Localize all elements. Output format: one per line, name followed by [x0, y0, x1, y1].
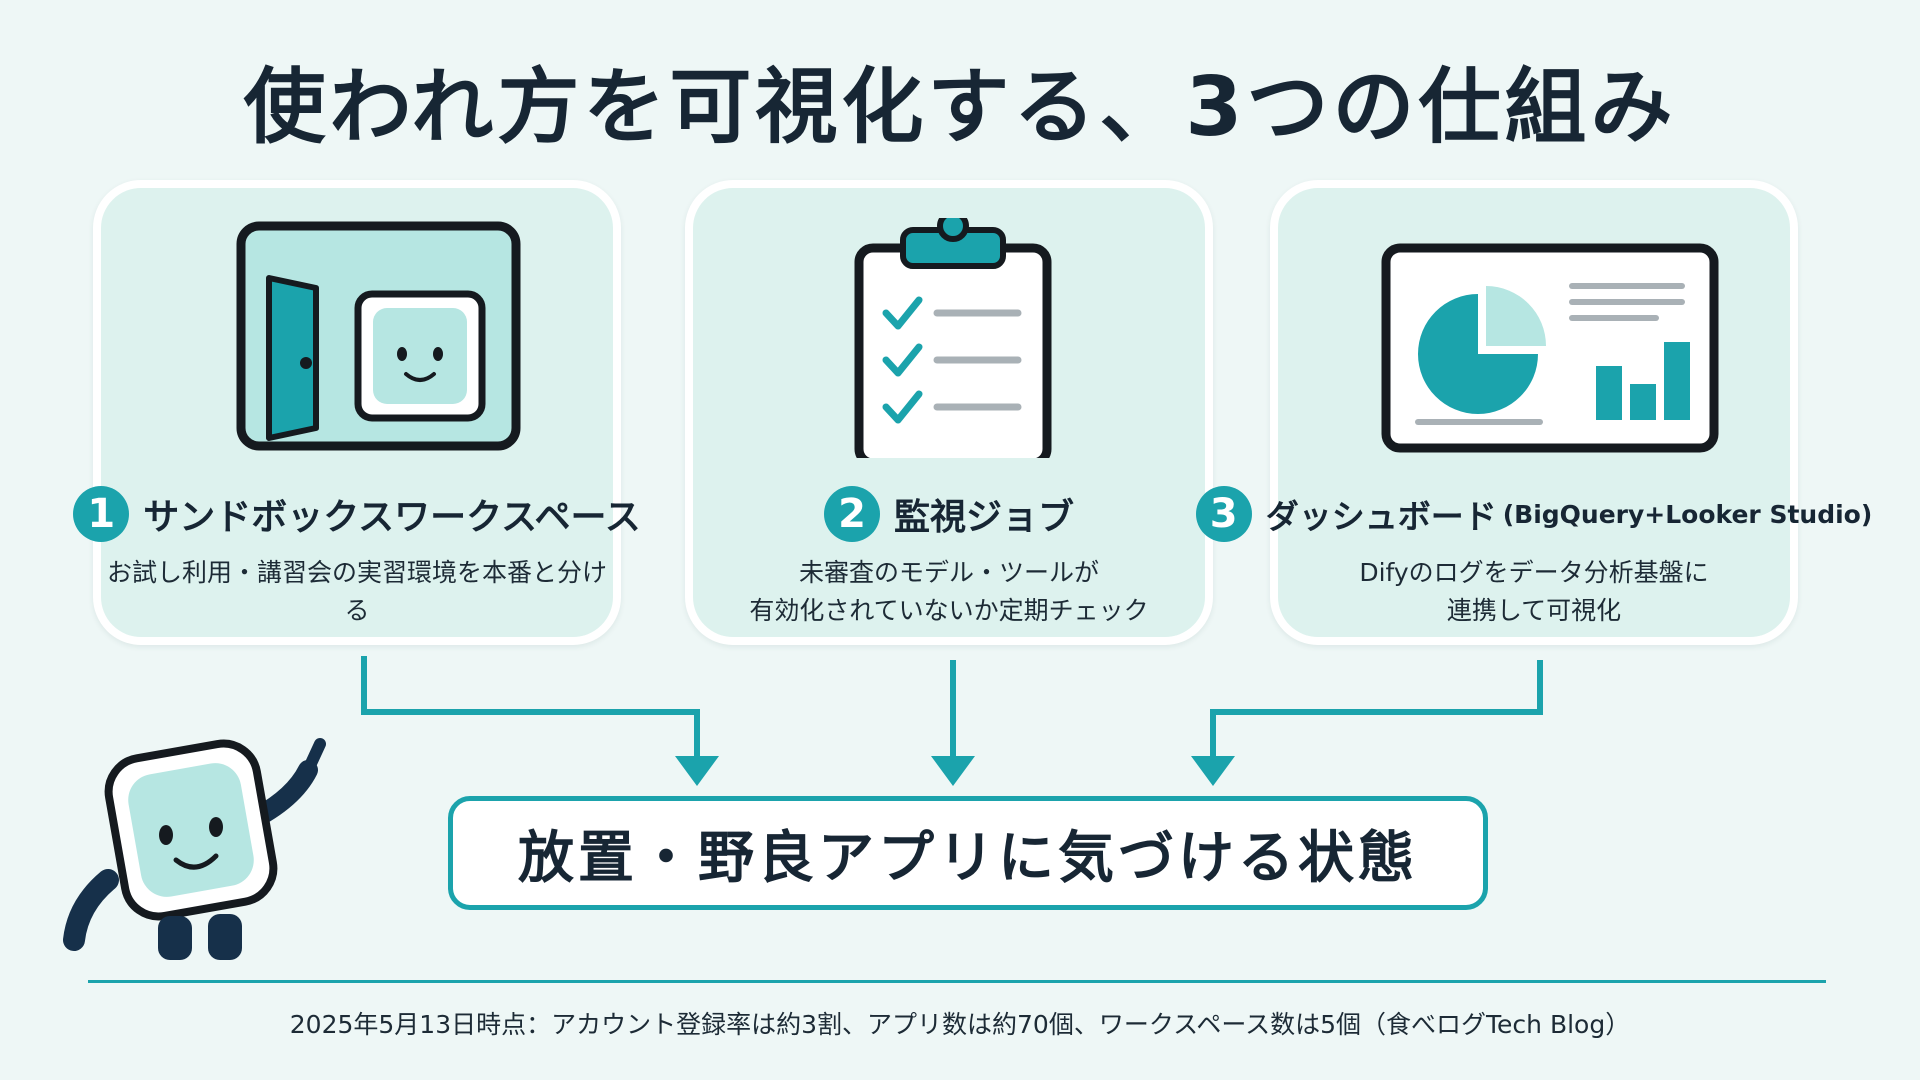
card-description-line: Difyのログをデータ分析基盤に — [1359, 558, 1709, 587]
card-title: ダッシュボード — [1265, 497, 1497, 536]
divider — [88, 980, 1826, 983]
card-heading: 3 ダッシュボード (BigQuery+Looker Studio) — [1195, 486, 1872, 542]
result-text: 放置・野良アプリに気づける状態 — [518, 825, 1418, 891]
card-description-line: 連携して可視化 — [1446, 596, 1622, 625]
card-description: Difyのログをデータ分析基盤に 連携して可視化 — [1278, 554, 1790, 630]
dashboard-chart-icon — [1381, 243, 1719, 453]
card-title: サンドボックスワークスペース — [143, 497, 641, 538]
card-description-line: 有効化されていないか定期チェック — [749, 596, 1149, 625]
card-heading: 2 監視ジョブ — [693, 486, 1205, 542]
connector-right — [1210, 660, 1543, 758]
number-badge: 2 — [823, 486, 880, 542]
arrowhead-center — [931, 756, 975, 786]
footnote: 2025年5月13日時点：アカウント登録率は約3割、アプリ数は約70個、ワークス… — [289, 1010, 1631, 1039]
result-box: 放置・野良アプリに気づける状態 — [448, 796, 1488, 910]
number-badge: 1 — [73, 486, 130, 542]
arrowhead-right — [1191, 756, 1235, 786]
mascot-character-icon — [63, 738, 326, 960]
card-title: 監視ジョブ — [893, 497, 1074, 538]
card-sandbox-workspace: 1 サンドボックスワークスペース お試し利用・講習会の実習環境を本番と分ける — [73, 180, 641, 645]
card-title-sub: (BigQuery+Looker Studio) — [1502, 499, 1873, 529]
connector-left — [361, 656, 700, 758]
card-description: お試し利用・講習会の実習環境を本番と分ける — [101, 554, 613, 630]
page-title: 使われ方を可視化する、3つの仕組み — [243, 60, 1677, 155]
sandbox-workspace-icon — [236, 221, 521, 451]
clipboard-checklist-icon — [854, 218, 1052, 458]
card-description-line: 未審査のモデル・ツールが — [798, 558, 1099, 587]
card-monitoring-job: 2 監視ジョブ 未審査のモデル・ツールが 有効化されていないか定期チェック — [685, 180, 1213, 645]
card-description: 未審査のモデル・ツールが 有効化されていないか定期チェック — [693, 554, 1205, 630]
number-badge: 3 — [1195, 486, 1252, 542]
card-heading: 1 サンドボックスワークスペース — [73, 486, 641, 542]
card-dashboard: 3 ダッシュボード (BigQuery+Looker Studio) Difyの… — [1195, 180, 1872, 645]
card-description-line: お試し利用・講習会の実習環境を本番と分ける — [106, 558, 607, 625]
arrowhead-left — [675, 756, 719, 786]
